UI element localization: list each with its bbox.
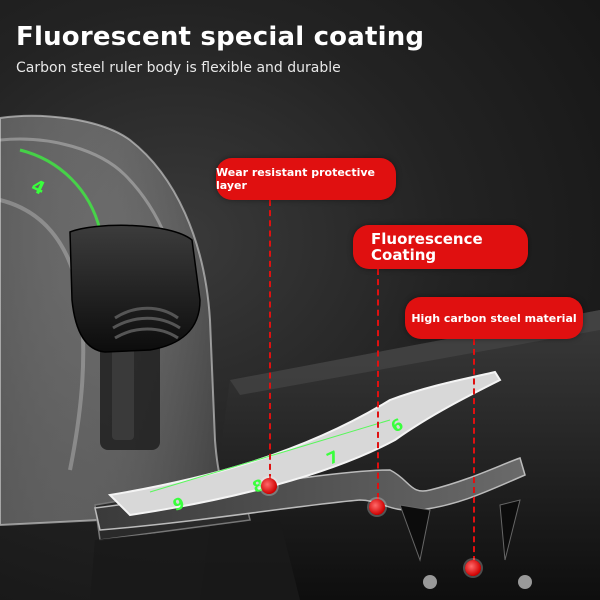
steel-blade bbox=[94, 457, 526, 531]
callout-high-carbon-steel: High carbon steel material bbox=[405, 297, 583, 339]
subheadline: Carbon steel ruler body is flexible and … bbox=[16, 60, 341, 76]
callout-marker-dot bbox=[369, 499, 385, 515]
callout-label: High carbon steel material bbox=[411, 311, 577, 325]
callout-marker-dot bbox=[261, 478, 277, 494]
callout-label-line2: Coating bbox=[371, 246, 437, 264]
callout-label-line1: Fluorescence bbox=[371, 230, 483, 248]
callout-leader-line bbox=[269, 200, 271, 480]
callout-marker-dot bbox=[465, 560, 481, 576]
callout-label: Wear resistant protective layer bbox=[216, 166, 375, 192]
headline: Fluorescent special coating bbox=[16, 22, 425, 52]
lock-button bbox=[69, 224, 201, 353]
callout-leader-line bbox=[377, 269, 379, 499]
callout-wear-resistant-layer: Wear resistant protective layer bbox=[216, 158, 396, 200]
callout-leader-line bbox=[473, 339, 475, 562]
callout-label: Fluorescence Coating bbox=[371, 231, 483, 263]
callout-fluorescence-coating: Fluorescence Coating bbox=[353, 225, 528, 269]
